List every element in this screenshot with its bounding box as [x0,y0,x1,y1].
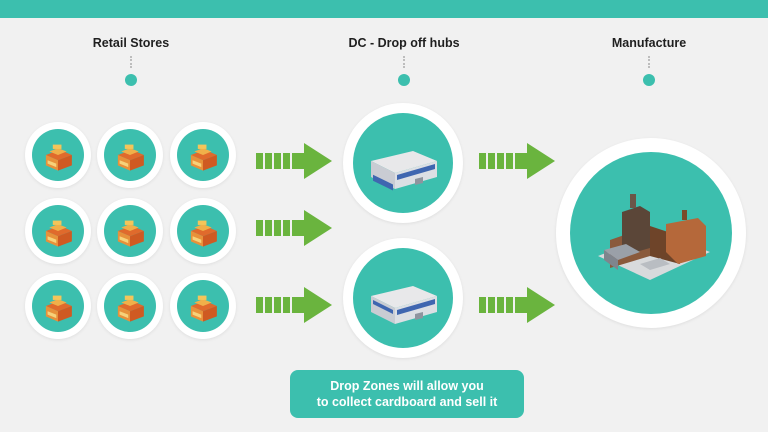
retail-store-icon [45,220,72,247]
warehouse-icon [371,286,437,324]
banner-line-2: to collect cardboard and sell it [316,395,498,409]
retail-marker-dot [125,74,137,86]
manufacture-connector [648,56,652,68]
retail-store-3 [170,122,236,188]
manufacture-marker-dot [643,74,655,86]
retail-store-4 [25,198,91,264]
manufacture-site [556,138,746,328]
retail-store-icon [45,295,72,322]
retail-connector [130,56,134,68]
warehouse-icon [371,151,437,191]
banner-line-1: Drop Zones will allow you [330,379,484,393]
drop-zones-banner: Drop Zones will allow you to collect car… [290,370,524,418]
retail-store-9 [170,273,236,339]
retail-store-8 [97,273,163,339]
flow-arrow-1 [256,141,332,181]
retail-store-icon [190,220,217,247]
retail-store-5 [97,198,163,264]
retail-store-7 [25,273,91,339]
dc-hub-2 [343,238,463,358]
flow-arrow-3 [256,285,332,325]
dc-hubs-title: DC - Drop off hubs [348,36,460,50]
retail-store-icon [117,220,144,247]
factory-icon [598,194,710,280]
dc-hub-1 [343,103,463,223]
retail-store-icon [45,144,72,171]
flow-arrow-4 [479,141,555,181]
retail-store-1 [25,122,91,188]
retail-stores-title: Retail Stores [92,36,170,50]
retail-store-icon [190,295,217,322]
retail-store-6 [170,198,236,264]
manufacture-title: Manufacture [611,36,687,50]
flow-arrow-5 [479,285,555,325]
dc-marker-dot [398,74,410,86]
retail-store-icon [117,295,144,322]
retail-store-2 [97,122,163,188]
retail-store-icon [117,144,144,171]
top-accent-bar [0,0,768,18]
flow-arrow-2 [256,208,332,248]
retail-store-icon [190,144,217,171]
dc-connector [403,56,407,68]
